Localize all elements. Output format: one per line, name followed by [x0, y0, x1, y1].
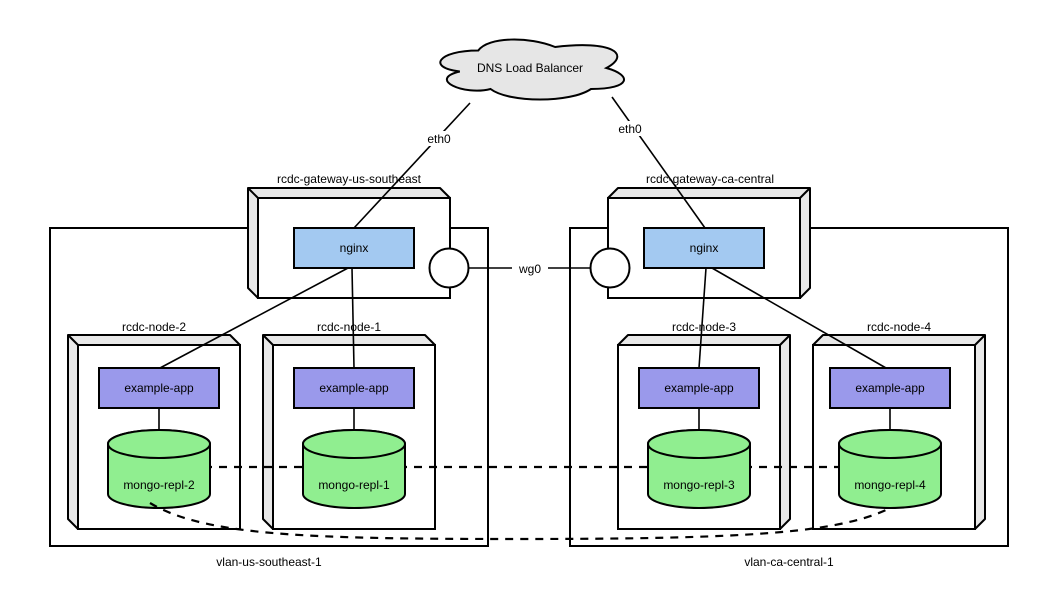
- app-box-node-1: example-app: [293, 367, 415, 409]
- node-rcdc-node-3-label: rcdc-node-3: [672, 320, 736, 334]
- edge-nginx-us-to-app-1: [351, 267, 355, 369]
- edge-nginx-ca-to-app-4: [711, 267, 887, 369]
- mongo-repl-1-label: mongo-repl-1: [318, 478, 390, 492]
- app-node-3-label: example-app: [664, 381, 734, 395]
- gateway-ca-central-label: rcdc-gateway-ca-central: [646, 172, 774, 186]
- mongo-cylinder-repl-4: mongo-repl-4: [838, 429, 942, 509]
- svg-text:wg0: wg0: [518, 262, 541, 276]
- wg0-label: wg0: [512, 261, 548, 276]
- app-box-node-3: example-app: [638, 367, 760, 409]
- mongo-cylinder-repl-2: mongo-repl-2: [107, 429, 211, 509]
- mongo-cylinder-repl-3: mongo-repl-3: [647, 429, 751, 509]
- dns-cloud: [439, 38, 625, 101]
- replication-dashed-curve: [149, 502, 887, 541]
- mongo-cylinder-repl-1: mongo-repl-1: [302, 429, 406, 509]
- nginx-box-ca: nginx: [643, 227, 765, 269]
- dns-cloud-label: DNS Load Balancer: [477, 61, 583, 75]
- edge-nginx-ca-to-app-3: [698, 267, 707, 369]
- node-rcdc-node-2-label: rcdc-node-2: [122, 320, 186, 334]
- gateway-us-southeast-label: rcdc-gateway-us-southeast: [277, 172, 422, 186]
- app-node-1-label: example-app: [319, 381, 389, 395]
- eth0-label-left: eth0: [422, 131, 456, 146]
- vlan-us-southeast-label: vlan-us-southeast-1: [216, 555, 322, 569]
- app-node-4-label: example-app: [855, 381, 925, 395]
- node-rcdc-node-1-label: rcdc-node-1: [317, 320, 381, 334]
- mongo-repl-4-label: mongo-repl-4: [854, 478, 926, 492]
- app-box-node-2: example-app: [98, 367, 220, 409]
- edge-cloud-to-nginx-us: [353, 102, 471, 229]
- wg0-interface-circle-left: [428, 247, 470, 289]
- nginx-box-us: nginx: [293, 227, 415, 269]
- nginx-ca-label: nginx: [690, 241, 719, 255]
- app-node-2-label: example-app: [124, 381, 194, 395]
- mongo-repl-2-label: mongo-repl-2: [123, 478, 195, 492]
- edge-cloud-to-nginx-ca: [611, 96, 706, 229]
- edge-nginx-us-to-app-2: [159, 267, 349, 369]
- svg-text:eth0: eth0: [618, 122, 642, 136]
- mongo-repl-3-label: mongo-repl-3: [663, 478, 735, 492]
- vlan-ca-central-label: vlan-ca-central-1: [744, 555, 834, 569]
- eth0-label-right: eth0: [613, 121, 647, 136]
- svg-text:eth0: eth0: [427, 132, 451, 146]
- wg0-interface-circle-right: [589, 247, 631, 289]
- app-box-node-4: example-app: [829, 367, 951, 409]
- node-rcdc-node-4-label: rcdc-node-4: [867, 320, 931, 334]
- nginx-us-label: nginx: [340, 241, 369, 255]
